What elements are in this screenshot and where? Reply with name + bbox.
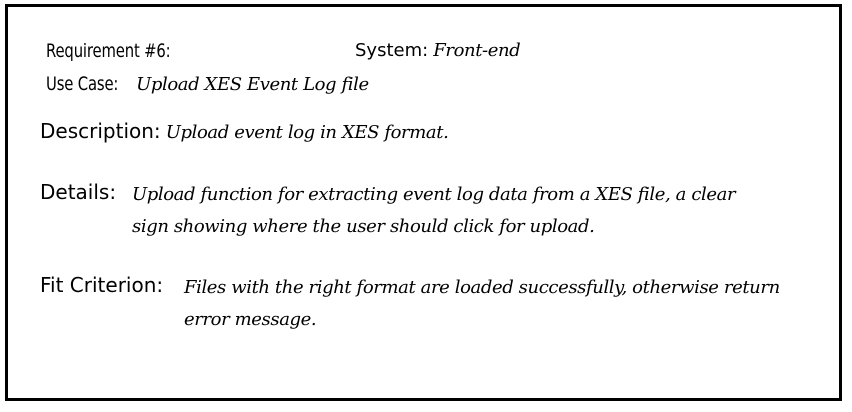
use-case-label: Use Case: [46,73,119,95]
details-text: Upload function for extracting event log… [132,179,736,243]
requirement-number-row: Requirement #6: [46,40,206,62]
description-value: Upload event log in XES format. [165,122,449,143]
fit-criterion-label: Fit Criterion: [40,273,164,297]
system-value: Front-end [433,40,521,61]
fit-criterion-label-row: Fit Criterion: [40,273,163,297]
fit-criterion-text: Files with the right format are loaded s… [184,272,780,336]
requirement-card [5,4,842,401]
details-label: Details: [40,180,117,204]
use-case-row: Use Case: Upload XES Event Log file [46,73,369,95]
fit-criterion-line-1: Files with the right format are loaded s… [184,277,780,298]
details-line-2: sign showing where the user should click… [132,216,595,237]
description-row: Description: Upload event log in XES for… [40,119,449,143]
use-case-value: Upload XES Event Log file [136,74,369,95]
description-label: Description: [40,119,161,143]
system-label: System: [355,40,429,61]
fit-criterion-line-2: error message. [184,309,317,330]
requirement-number-label: Requirement #6: [46,40,171,62]
details-label-row: Details: [40,180,116,204]
details-line-1: Upload function for extracting event log… [132,184,736,205]
system-row: System: Front-end [355,40,521,61]
